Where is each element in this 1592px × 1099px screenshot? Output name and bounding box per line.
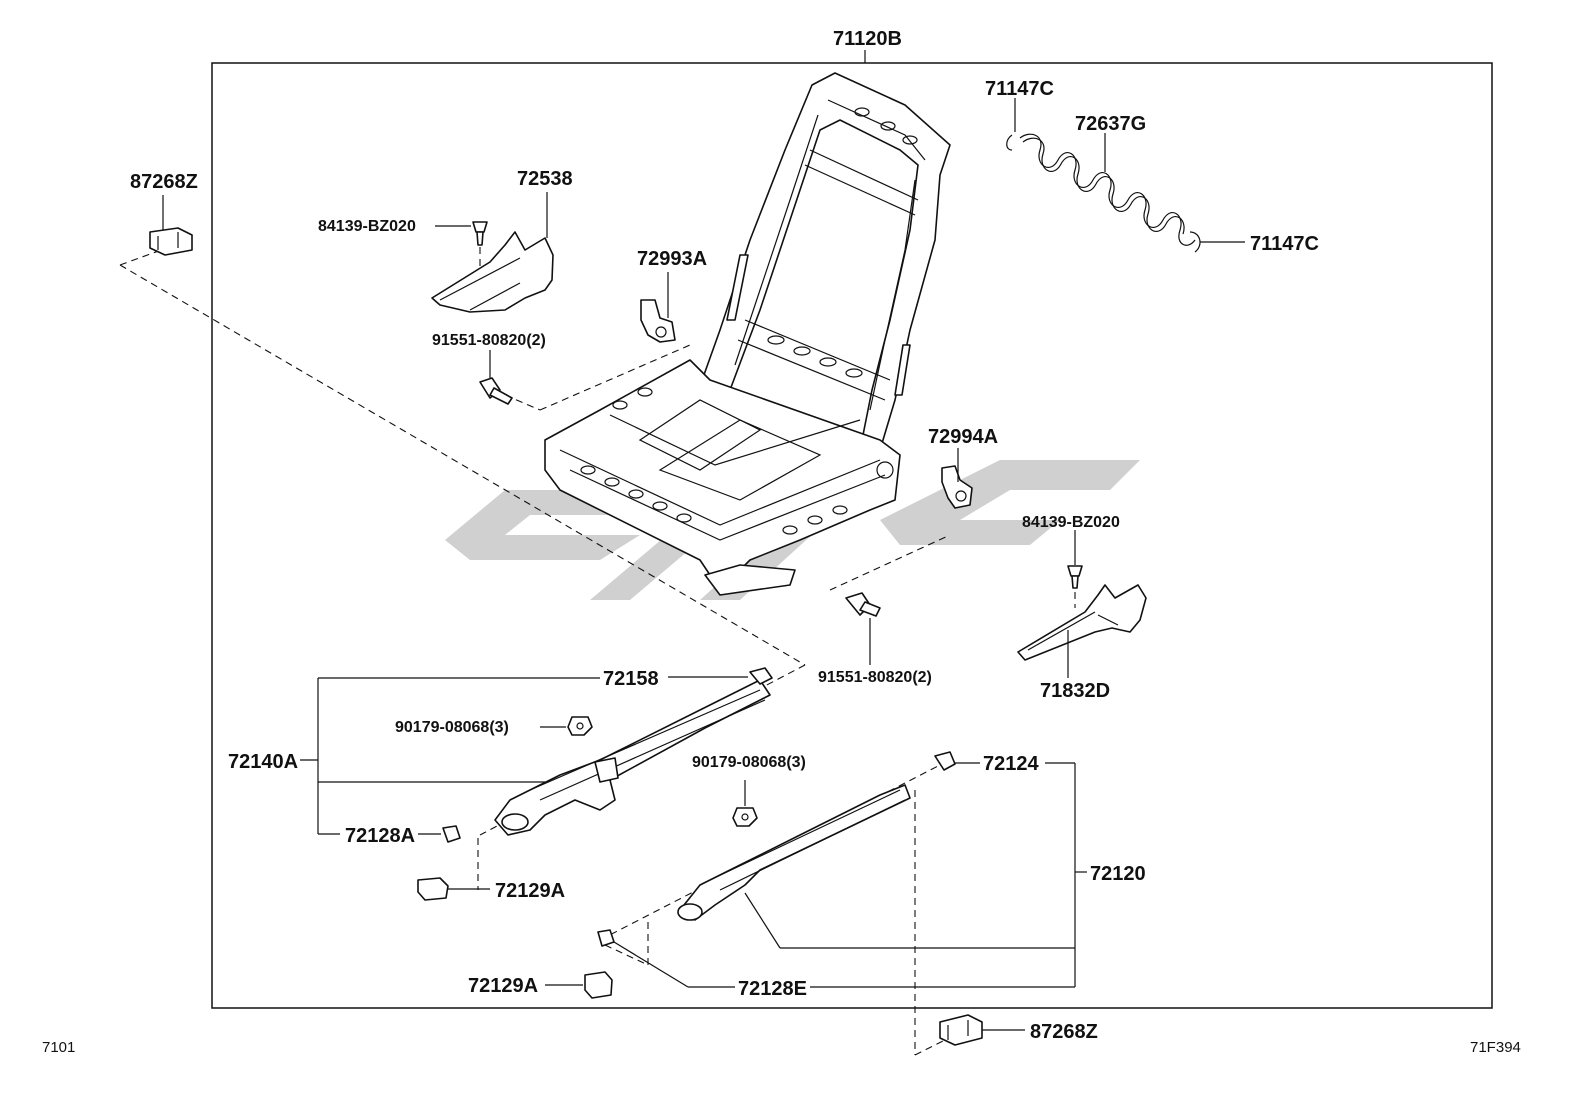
corner-code-left: 7101	[42, 1039, 75, 1056]
nut-90179-right	[732, 780, 758, 827]
clip-87268z-bottom	[939, 1014, 1025, 1046]
label-72129a-bottom: 72129A	[468, 975, 538, 997]
label-72637g: 72637G	[1075, 113, 1146, 135]
clip-72128a	[418, 825, 461, 843]
assembly-frame	[211, 62, 1493, 1009]
label-87268z-bottom: 87268Z	[1030, 1021, 1098, 1043]
clip-72129a-left	[417, 877, 490, 901]
clip-87268z-top	[149, 195, 193, 256]
bracket-71832d	[1017, 584, 1147, 678]
clip-72129a-bottom	[545, 971, 613, 999]
clip-84139-right	[1067, 530, 1083, 589]
callout-72140a	[300, 677, 600, 835]
label-72124: 72124	[983, 753, 1039, 775]
label-72994a: 72994A	[928, 426, 998, 448]
label-71147c-top: 71147C	[985, 78, 1054, 100]
clip-72158	[668, 667, 773, 685]
label-72140a: 72140A	[228, 751, 298, 773]
bracket-72993a	[640, 272, 676, 343]
label-72538: 72538	[517, 168, 573, 190]
callout-72120	[744, 762, 1087, 988]
bolt-91551-top	[479, 350, 513, 405]
nut-90179-left	[540, 716, 593, 736]
label-90179-left: 90179-08068(3)	[395, 719, 509, 736]
seat-rail-left	[494, 679, 771, 836]
bracket-72538	[431, 192, 554, 313]
seat-rail-right	[677, 784, 911, 921]
spring-72637g	[1006, 98, 1245, 253]
label-72158: 72158	[603, 668, 659, 690]
label-72129a-left: 72129A	[495, 880, 565, 902]
label-84139-left: 84139-BZ020	[318, 218, 416, 235]
clip-84139-left	[435, 221, 488, 246]
bracket-72994a	[941, 448, 973, 509]
clip-72124	[934, 751, 980, 771]
label-72128a: 72128A	[345, 825, 415, 847]
clip-72128e	[597, 929, 735, 988]
label-91551-top: 91551-80820(2)	[432, 332, 546, 349]
corner-code-right: 71F394	[1470, 1039, 1521, 1056]
label-72993a: 72993A	[637, 248, 707, 270]
label-71120b: 71120B	[833, 28, 902, 50]
label-72128e: 72128E	[738, 978, 807, 1000]
label-84139-right: 84139-BZ020	[1022, 514, 1120, 531]
seat-cushion-frame	[544, 359, 901, 596]
label-91551-bottom: 91551-80820(2)	[818, 669, 932, 686]
label-71832d: 71832D	[1040, 680, 1110, 702]
label-90179-right: 90179-08068(3)	[692, 754, 806, 771]
part-labels: 71120B 87268Z 72538 84139-BZ020 91551-80…	[130, 28, 1319, 1043]
label-87268z-top: 87268Z	[130, 171, 198, 193]
label-72120: 72120	[1090, 863, 1146, 885]
bolt-91551-bottom	[845, 592, 881, 665]
label-71147c-right: 71147C	[1250, 233, 1319, 255]
